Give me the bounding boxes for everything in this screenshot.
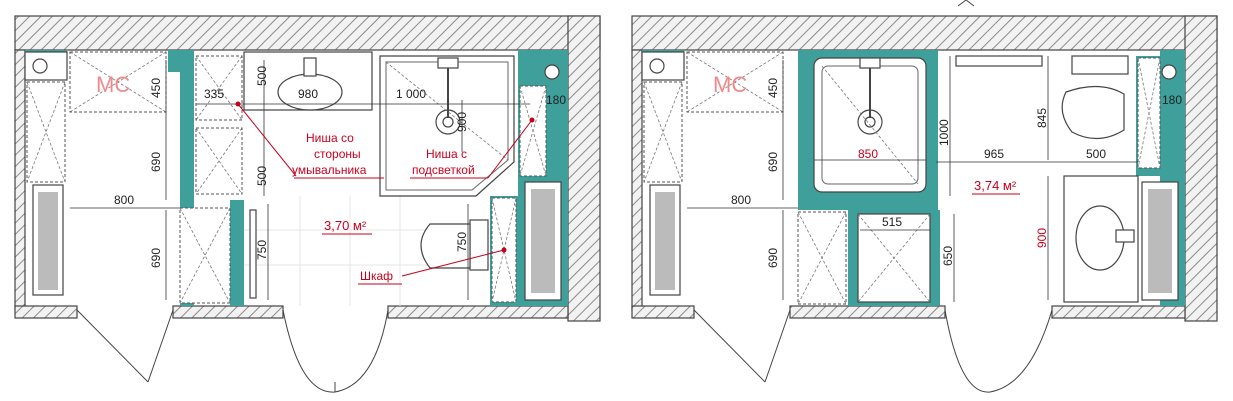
cabinet-right-top-r — [1137, 57, 1161, 169]
dim-690-bottom-r: 690 — [766, 248, 780, 268]
dim-180-r: 180 — [1162, 93, 1182, 107]
niche-light-box — [519, 85, 547, 177]
note-niche-sink-2: стороны — [314, 147, 361, 161]
cabinet-top-left — [69, 51, 167, 113]
wall-top-r — [631, 15, 1218, 51]
dim-450: 450 — [149, 78, 163, 98]
toilet-tank-left — [469, 219, 489, 271]
wall-bottom-3 — [387, 305, 569, 319]
wall-right-r — [1184, 15, 1218, 322]
wall-top — [14, 15, 601, 51]
dim-800-r: 800 — [731, 193, 751, 207]
door-right-2 — [944, 309, 1053, 393]
dim-900-r: 900 — [1035, 228, 1049, 248]
shower-mixer-right — [859, 57, 881, 69]
wall-left — [14, 49, 26, 311]
dim-690-bottom: 690 — [149, 248, 163, 268]
faucet-left — [303, 57, 317, 77]
note-niche-light-2: подсветкой — [412, 163, 475, 177]
area-right: 3,74 м² — [974, 178, 1017, 193]
dim-335: 335 — [204, 87, 224, 101]
wall-bottom-1 — [14, 305, 78, 319]
toilet-bowl-left — [420, 223, 471, 269]
cabinet-shkaf — [491, 197, 517, 303]
washer-drum-left — [32, 58, 48, 74]
wall-right — [567, 15, 601, 322]
teal-partition-c — [230, 200, 244, 306]
boiler-left — [544, 64, 560, 80]
dim-850-r: 850 — [858, 147, 878, 161]
dim-980: 980 — [298, 87, 318, 101]
room-label-mc-right: MC — [713, 72, 747, 97]
wall-left-r — [631, 49, 643, 311]
door-right-top — [957, 0, 975, 7]
dim-800: 800 — [114, 193, 134, 207]
dim-750-right: 750 — [455, 232, 469, 252]
note-niche-sink-3: умывальника — [292, 163, 367, 177]
area-left: 3,70 м² — [324, 218, 367, 233]
shelf-box — [195, 127, 243, 195]
wall-bottom-2 — [172, 305, 284, 319]
wall-bottom-r3 — [1051, 305, 1186, 319]
wall-bottom-r1 — [631, 305, 695, 319]
dim-845-r: 845 — [1035, 108, 1049, 128]
towel-rail-top-r — [955, 55, 1043, 67]
cabinet-top-left-r — [686, 51, 784, 113]
cabinet-left-column-r — [643, 81, 683, 183]
dim-1000-r: 1000 — [937, 119, 951, 146]
boiler-right — [1161, 64, 1177, 80]
dim-690-top: 690 — [149, 152, 163, 172]
note-niche-sink-1: Ниша со — [306, 131, 354, 145]
cabinet-mid-left-r — [797, 211, 847, 305]
faucet-right — [1115, 229, 1135, 243]
cabinet-mid-left — [179, 207, 231, 304]
room-label-mc-left: MC — [96, 72, 130, 97]
dim-965-r: 965 — [984, 147, 1004, 161]
wall-bottom-r2 — [789, 305, 946, 319]
cabinet-left-column — [26, 81, 66, 183]
dim-650-r: 650 — [941, 246, 955, 266]
washer-right — [641, 51, 685, 81]
dim-180: 180 — [546, 93, 566, 107]
shower-mixer-left — [437, 57, 459, 69]
dim-500-r: 500 — [1086, 147, 1106, 161]
niche-sink-box — [195, 55, 243, 121]
toilet-bowl-right — [1061, 85, 1125, 140]
dim-515-r: 515 — [882, 215, 902, 229]
dim-500-top: 500 — [255, 66, 269, 86]
dim-500-mid: 500 — [255, 166, 269, 186]
washer-drum-right — [649, 58, 665, 74]
towel-rail-left — [249, 209, 257, 299]
door-right-1 — [693, 309, 791, 383]
dim-690-top-r: 690 — [766, 152, 780, 172]
dim-450-r: 450 — [766, 78, 780, 98]
note-niche-light-1: Ниша с — [426, 147, 467, 161]
door-left-2 — [282, 309, 389, 393]
plan-right: 450 850 1000 845 180 965 500 690 800 690… — [631, 0, 1218, 393]
dim-1000: 1 000 — [396, 87, 426, 101]
door-left-1 — [76, 309, 174, 383]
plan-left: 450 335 500 980 1 000 900 180 690 500 80… — [14, 15, 601, 393]
note-cabinet: Шкаф — [360, 269, 393, 283]
dim-750-left: 750 — [255, 240, 269, 260]
dim-900: 900 — [455, 112, 469, 132]
toilet-tank-right — [1071, 55, 1129, 75]
cabinet-515 — [857, 213, 931, 303]
